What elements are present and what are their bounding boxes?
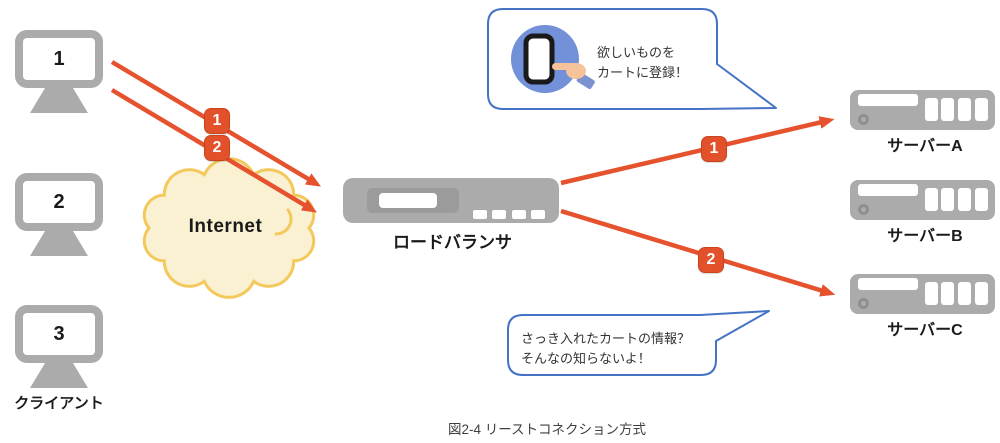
client-2-number: 2 [53,190,65,213]
server-vent [925,98,938,121]
load-balancer-button [473,210,487,219]
load-balancer-display [379,193,437,208]
server-slot [858,184,918,196]
speech-top-line1: 欲しいものを [597,45,676,60]
server-vent [941,282,954,305]
server-a-icon [850,90,995,130]
server-led [858,204,869,215]
badge-lb-request-2: 2 [698,247,724,273]
server-vent [958,282,971,305]
speech-bottom-line1: さっき入れたカートの情報？ [521,331,691,346]
client-1-icon: 1 [15,30,103,88]
speech-bubble-bottom-shape [507,310,770,376]
load-balancer-button [512,210,526,219]
server-vent [941,98,954,121]
internet-cloud-shape [142,157,316,299]
badge-client-request-1: 1 [204,108,230,134]
client-2-icon: 2 [15,173,103,231]
internet-label: Internet [188,216,263,237]
client-3-icon: 3 [15,305,103,363]
server-slot [858,278,918,290]
load-balancer-icon [343,178,559,223]
server-vent [925,188,938,211]
internet-cloud-curl [274,208,293,236]
load-balancer-panel [367,188,459,213]
server-slot [858,94,918,106]
client-3-number: 3 [53,322,65,345]
server-a-label: サーバーA [887,138,963,155]
server-c-label: サーバーC [887,322,963,339]
server-vent [958,98,971,121]
client-1-number: 1 [53,47,65,70]
badge-client-request-2: 2 [204,135,230,161]
server-vent [925,282,938,305]
server-vent [975,282,988,305]
server-b-icon [850,180,995,220]
speech-bottom-line2: そんなの知らないよ！ [521,350,651,366]
speech-top-line2: カートに登録！ [597,64,689,80]
server-vent [941,188,954,211]
server-vent [975,188,988,211]
server-c-icon [850,274,995,314]
arrow-lb-to-server-a [560,116,835,186]
clients-group-label: クライアント [14,395,104,412]
load-balancer-button [531,210,545,219]
speech-bubble-top-text: 欲しいものを カートに登録！ [597,43,688,82]
server-b-label: サーバーB [887,228,963,245]
server-led [858,114,869,125]
server-vent [975,98,988,121]
badge-lb-request-1: 1 [701,136,727,162]
arrow-lb-to-server-c [560,208,836,297]
load-balancer-label: ロードバランサ [393,233,512,252]
load-balancer-button [492,210,506,219]
speech-bubble-bottom-text: さっき入れたカートの情報？ そんなの知らないよ！ [521,329,690,368]
server-vent [958,188,971,211]
server-led [858,298,869,309]
smartphone-tap-icon [511,25,595,93]
figure-caption: 図2-4 リーストコネクション方式 [447,422,647,437]
